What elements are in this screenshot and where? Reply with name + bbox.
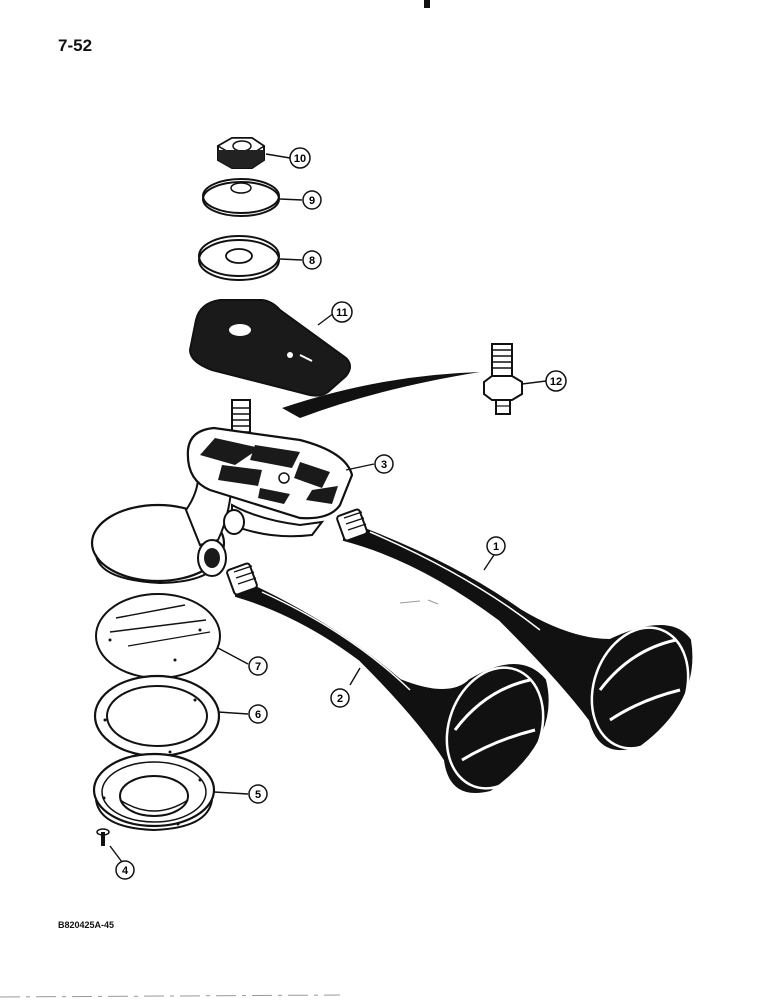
callout-9-label: 9: [309, 195, 315, 207]
screw-part: [96, 828, 110, 846]
figure-code: B820425A-45: [58, 920, 115, 930]
trumpet-long-part: [336, 508, 693, 750]
callout-4-label: 4: [122, 865, 129, 877]
callout-5-label: 5: [255, 789, 261, 801]
scan-mark: [399, 599, 439, 605]
callout-10: 10: [289, 147, 311, 169]
callout-1: 1: [486, 536, 506, 556]
callout-5: 5: [248, 784, 268, 804]
callout-11-label: 11: [336, 307, 348, 319]
callout-2-label: 2: [337, 693, 343, 705]
callout-8: 8: [302, 250, 322, 270]
callout-12: 12: [545, 370, 567, 392]
leader-lines: [109, 153, 547, 863]
callout-7-label: 7: [255, 661, 261, 673]
mounting-plate-part: [188, 299, 351, 397]
callout-9: 9: [302, 190, 322, 210]
washer-8-part: [198, 235, 280, 281]
horn-body-part: [90, 399, 354, 585]
callout-4: 4: [115, 860, 135, 880]
callout-3-label: 3: [381, 459, 387, 471]
callout-8-label: 8: [309, 255, 315, 267]
callout-3: 3: [374, 454, 394, 474]
callout-1-label: 1: [493, 541, 499, 553]
callout-10-label: 10: [294, 153, 306, 165]
page-top-mark: [424, 0, 430, 8]
callout-11: 11: [331, 301, 353, 323]
callout-7: 7: [248, 656, 268, 676]
nut-part: [216, 137, 266, 169]
diaphragm-part: [95, 593, 221, 679]
callout-12-label: 12: [550, 376, 562, 388]
callout-6: 6: [248, 704, 268, 724]
washer-9-part: [202, 178, 280, 217]
fitting-part: [483, 343, 523, 415]
page-number: 7-52: [58, 36, 93, 55]
cover-part: [92, 752, 216, 832]
trumpet-short-part: [226, 562, 549, 793]
callout-2: 2: [330, 688, 350, 708]
air-line: [282, 372, 480, 418]
bottom-scan-line: [0, 994, 341, 998]
gasket-ring-part: [93, 674, 221, 758]
callout-6-label: 6: [255, 709, 261, 721]
